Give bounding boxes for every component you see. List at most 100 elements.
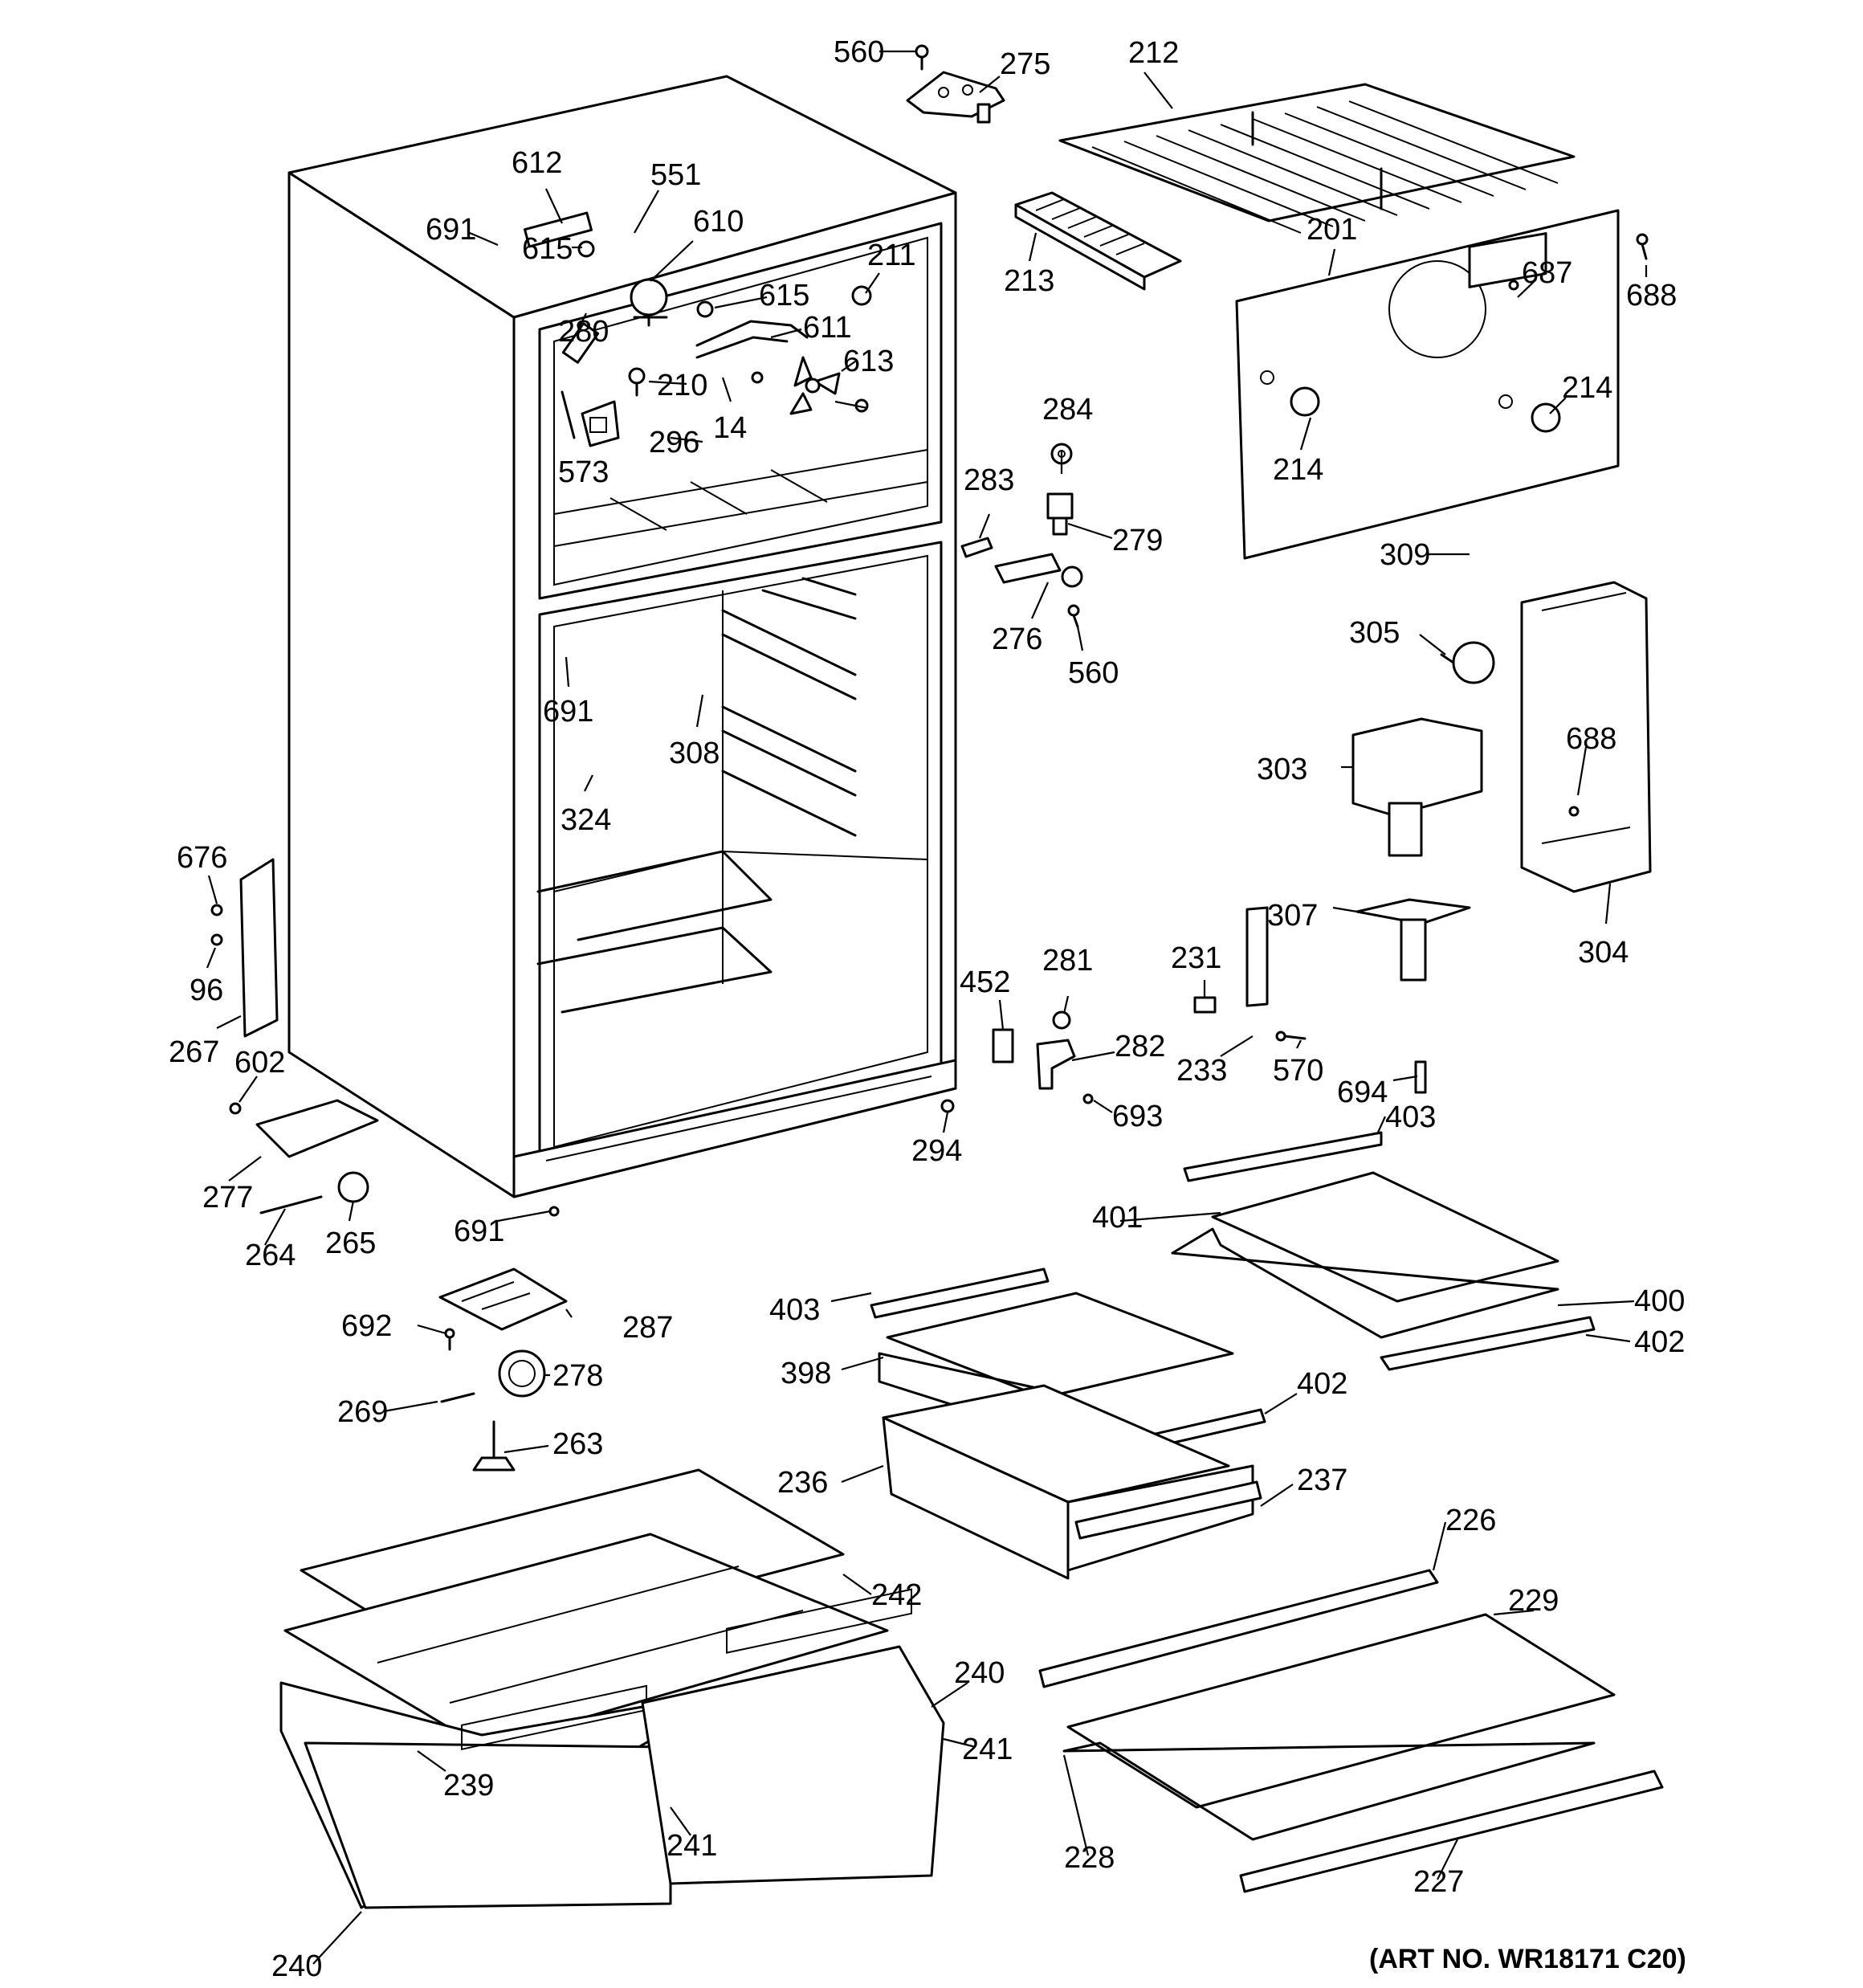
callout-labels: 560 275 212 612 551 691 615 610 211 615 …: [169, 35, 1686, 1983]
callout-615-a: 615: [522, 232, 573, 266]
callout-402-right: 402: [1634, 1325, 1685, 1359]
bottom-center-parts: [438, 1268, 568, 1472]
cover-304: [1520, 581, 1652, 893]
chute-307: [1355, 898, 1471, 982]
callout-275: 275: [1000, 47, 1050, 81]
callout-612: 612: [512, 146, 562, 180]
callout-691-top: 691: [426, 213, 476, 247]
callout-211: 211: [867, 239, 916, 272]
callout-239: 239: [443, 1769, 494, 1802]
callout-283: 283: [964, 463, 1014, 497]
shelf-assembly-middle: [870, 1268, 1266, 1580]
callout-233: 233: [1176, 1054, 1227, 1088]
leader-lines: [206, 50, 1648, 1965]
callout-213: 213: [1004, 264, 1054, 298]
callout-279: 279: [1112, 524, 1163, 557]
callout-294: 294: [911, 1134, 962, 1168]
lower-hinge-parts: [992, 906, 1427, 1104]
callout-265: 265: [325, 1227, 376, 1260]
callout-452: 452: [960, 965, 1010, 999]
callout-676: 676: [177, 841, 227, 875]
evaporator-cover-201: [1235, 209, 1620, 560]
callout-284: 284: [1042, 393, 1093, 427]
callout-403-left: 403: [769, 1293, 820, 1327]
callout-309: 309: [1380, 538, 1430, 572]
callout-227: 227: [1413, 1865, 1464, 1899]
callout-615-b: 615: [759, 279, 809, 312]
crisper-cover-242: [283, 1468, 889, 1749]
callout-693: 693: [1112, 1100, 1163, 1133]
callout-308: 308: [669, 737, 720, 770]
callout-287: 287: [622, 1311, 673, 1345]
callout-241-right: 241: [962, 1733, 1013, 1766]
left-small-parts: [210, 858, 955, 1217]
callout-610: 610: [693, 205, 744, 239]
callout-214-right: 214: [1562, 371, 1612, 405]
knob-305: [1440, 641, 1495, 684]
callout-237: 237: [1297, 1463, 1347, 1497]
callout-560-top: 560: [834, 35, 884, 69]
callout-236: 236: [777, 1466, 828, 1500]
callout-228: 228: [1064, 1841, 1115, 1875]
callout-226: 226: [1445, 1504, 1496, 1537]
callout-307: 307: [1267, 899, 1318, 933]
callout-691-mid: 691: [543, 695, 593, 729]
callout-229: 229: [1508, 1584, 1559, 1618]
callout-240-left: 240: [271, 1949, 322, 1983]
housing-303: [1351, 717, 1483, 857]
callout-303: 303: [1257, 753, 1307, 786]
label-309: [1468, 232, 1547, 288]
callout-242: 242: [871, 1578, 922, 1612]
screw-688-top: [1636, 233, 1649, 260]
callout-231: 231: [1171, 941, 1221, 975]
callout-278: 278: [552, 1359, 603, 1393]
callout-305: 305: [1349, 616, 1400, 650]
callout-214-left: 214: [1273, 453, 1323, 487]
hinge-parts: [960, 443, 1083, 628]
shelf-assembly-upper: [1171, 1131, 1596, 1371]
callout-267: 267: [169, 1035, 219, 1069]
callout-280: 280: [558, 315, 609, 349]
refrigerator-cabinet: [287, 75, 957, 1198]
callout-241-left: 241: [667, 1829, 717, 1863]
callout-277: 277: [202, 1181, 253, 1214]
shelf-assembly-lower: [1038, 1569, 1664, 1893]
callout-263: 263: [552, 1427, 603, 1461]
ice-tray-213: [1014, 191, 1182, 291]
callout-691-bottom: 691: [454, 1214, 504, 1248]
callout-212: 212: [1128, 36, 1179, 70]
callout-692: 692: [341, 1309, 392, 1343]
art-number: (ART NO. WR18171 C20): [1369, 1944, 1686, 1974]
callout-281: 281: [1042, 944, 1093, 978]
callout-96: 96: [190, 974, 223, 1007]
wire-shelf-212: [1058, 83, 1576, 234]
callout-573: 573: [558, 455, 609, 489]
callout-398: 398: [781, 1357, 831, 1390]
callout-296: 296: [649, 426, 699, 459]
screw-560-top: [915, 44, 929, 71]
callout-403-right: 403: [1385, 1100, 1436, 1134]
callout-688-mid: 688: [1566, 722, 1616, 756]
callout-694: 694: [1337, 1076, 1388, 1109]
control-components: [524, 211, 872, 447]
callout-401: 401: [1092, 1201, 1143, 1235]
crisper-drawers: [279, 1588, 945, 1909]
callout-276: 276: [992, 623, 1042, 656]
callout-570: 570: [1273, 1054, 1323, 1088]
callout-688-top: 688: [1626, 279, 1677, 312]
shelf-rails: [721, 577, 857, 837]
callout-551: 551: [650, 158, 701, 192]
callout-304: 304: [1578, 936, 1629, 970]
callout-210: 210: [657, 369, 707, 402]
callout-400: 400: [1634, 1284, 1685, 1318]
callout-560-mid: 560: [1068, 656, 1119, 690]
callout-402-left: 402: [1297, 1367, 1347, 1401]
callout-324: 324: [561, 803, 611, 837]
callout-264: 264: [245, 1239, 296, 1272]
callout-687: 687: [1522, 256, 1572, 290]
callout-613: 613: [843, 345, 894, 378]
callout-611: 611: [803, 311, 852, 345]
callout-282: 282: [1115, 1030, 1165, 1063]
callout-14: 14: [713, 411, 747, 445]
